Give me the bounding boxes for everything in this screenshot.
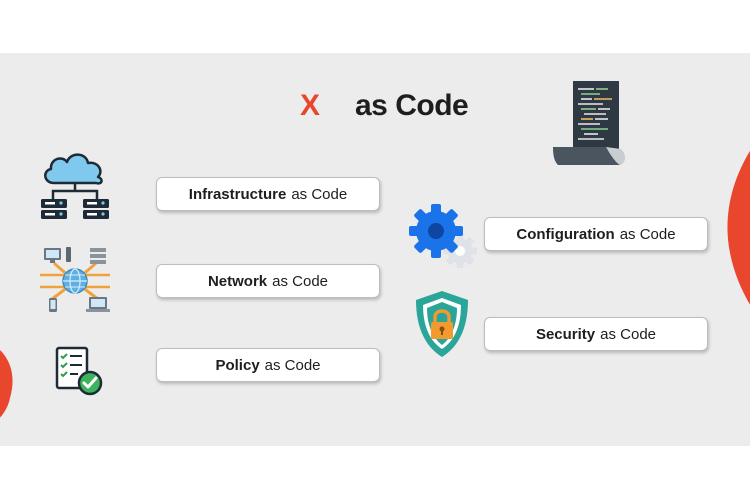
label-bold: Configuration (516, 225, 615, 243)
checklist-icon (55, 346, 103, 396)
slide-background: X as Code (0, 53, 750, 446)
cloud-servers-icon (41, 153, 109, 219)
label-bold: Policy (215, 356, 260, 374)
network-globe-icon (40, 247, 110, 312)
label-suffix: as Code (264, 356, 321, 374)
label-suffix: as Code (619, 225, 676, 243)
title-x: X (300, 89, 321, 122)
page-title: X as Code (0, 89, 750, 129)
label-bold: Network (207, 272, 268, 290)
decorative-shape-right (727, 150, 750, 305)
gears-icon (409, 204, 477, 268)
shield-lock-icon (416, 291, 468, 357)
label-suffix: as Code (272, 272, 329, 290)
decorative-shape-left (0, 350, 13, 418)
label-bold: Security (535, 325, 596, 343)
title-as-code: as Code (355, 89, 469, 122)
label-bold: Infrastructure (188, 185, 287, 203)
label-suffix: as Code (291, 185, 348, 203)
code-scroll-icon (553, 81, 626, 165)
label-suffix: as Code (600, 325, 657, 343)
